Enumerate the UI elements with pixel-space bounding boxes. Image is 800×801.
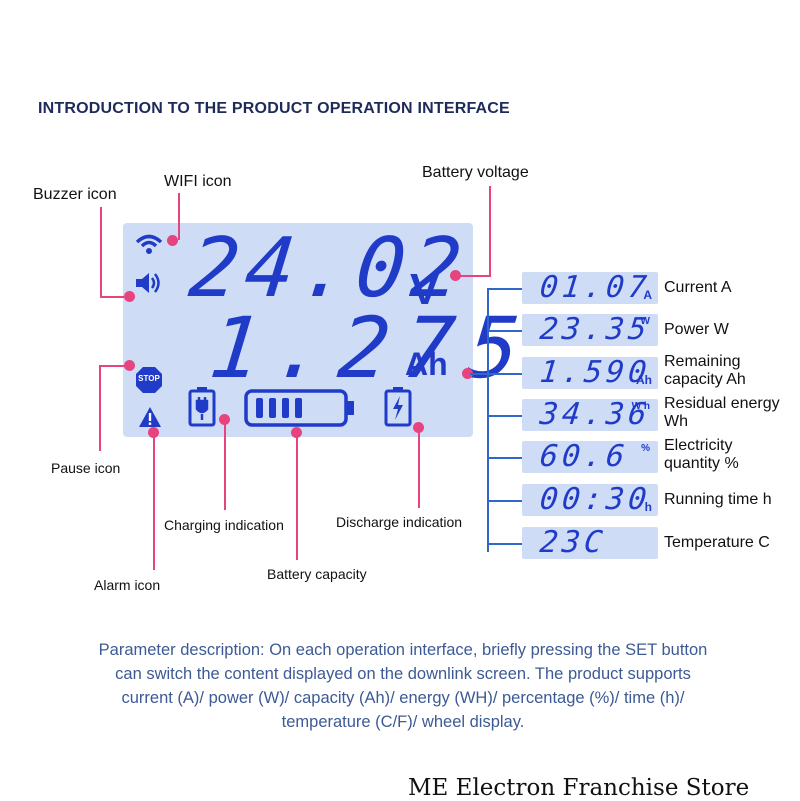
sub-display-label: Residual energy Wh xyxy=(664,395,780,430)
sub-display-label: Remaining capacity Ah xyxy=(664,353,746,388)
buzzer-icon xyxy=(136,273,160,293)
battery-capacity-callout-line xyxy=(296,432,298,560)
sub-display-bracket xyxy=(487,288,489,552)
sub-display-value: 00:30 xyxy=(538,482,653,517)
parameter-description: Parameter description: On each operation… xyxy=(98,641,708,731)
voltage-callout-dot xyxy=(450,270,461,281)
sub-display-label: Temperature C xyxy=(664,534,770,551)
buzzer-callout-line xyxy=(100,207,102,297)
buzzer-callout-dot xyxy=(124,291,135,302)
pause-callout-line xyxy=(99,365,101,451)
sub-display: 60.6% xyxy=(522,439,658,474)
sub-display-unit: h xyxy=(644,500,652,514)
bracket-tick xyxy=(487,543,522,545)
sub-display-value: 23.35 xyxy=(538,312,653,347)
charging-callout-label: Charging indication xyxy=(164,517,284,533)
sub-display-unit: W xyxy=(640,316,650,327)
discharge-callout-label: Discharge indication xyxy=(336,514,463,530)
battery-capacity-icon xyxy=(244,389,354,427)
sub-display-unit: % xyxy=(641,443,650,454)
wifi-icon xyxy=(135,234,163,254)
capacity-connector-line xyxy=(470,373,488,375)
wifi-callout-line xyxy=(178,193,180,240)
battery-bar xyxy=(282,398,289,418)
store-watermark: ME Electron Franchise Store xyxy=(408,775,750,801)
bracket-tick xyxy=(487,500,522,502)
sub-display-value: 60.6 xyxy=(538,439,631,474)
voltage-callout-line xyxy=(489,186,491,276)
battery-capacity-callout-dot xyxy=(291,427,302,438)
sub-display-unit: W h xyxy=(631,401,650,412)
battery-capacity-callout-label: Battery capacity xyxy=(267,566,367,582)
sub-display-value: 23C xyxy=(538,525,609,560)
sub-display-label: Current A xyxy=(664,279,732,296)
bracket-tick xyxy=(487,330,522,332)
stop-icon xyxy=(136,367,162,393)
alarm-icon xyxy=(139,407,161,427)
bracket-tick xyxy=(487,415,522,417)
sub-display-label: Power W xyxy=(664,321,729,338)
sub-display-value: 01.07 xyxy=(538,270,653,305)
charging-indicator-icon xyxy=(188,387,216,427)
discharge-callout-dot xyxy=(413,422,424,433)
wifi-callout-dot xyxy=(167,235,178,246)
voltage-callout-line-h xyxy=(457,275,491,277)
page-title: INTRODUCTION TO THE PRODUCT OPERATION IN… xyxy=(38,100,510,117)
sub-display-unit: A xyxy=(643,288,652,302)
sub-display-unit: Ah xyxy=(636,373,652,387)
voltage-unit: V xyxy=(410,265,440,314)
sub-display-label: Electricity quantity % xyxy=(664,437,739,472)
battery-bar xyxy=(295,398,302,418)
alarm-callout-line xyxy=(153,432,155,570)
buzzer-callout-line-h xyxy=(100,296,124,298)
battery-bar xyxy=(256,398,263,418)
charging-callout-dot xyxy=(219,414,230,425)
battery-voltage-callout-label: Battery voltage xyxy=(422,164,529,181)
capacity-unit: Ah xyxy=(405,346,448,382)
pause-callout-dot xyxy=(124,360,135,371)
bracket-tick xyxy=(487,373,522,375)
bracket-tick xyxy=(487,288,522,290)
capacity-connector-dot xyxy=(462,368,473,379)
wifi-callout-label: WIFI icon xyxy=(164,173,232,190)
buzzer-callout-label: Buzzer icon xyxy=(33,186,117,203)
charging-callout-line xyxy=(224,420,226,510)
sub-display-label: Running time h xyxy=(664,491,772,508)
discharge-indicator-icon xyxy=(384,387,412,427)
alarm-callout-label: Alarm icon xyxy=(94,577,161,593)
discharge-callout-line xyxy=(418,428,420,508)
pause-callout-label: Pause icon xyxy=(51,460,121,476)
alarm-callout-dot xyxy=(148,427,159,438)
sub-display: 23C xyxy=(522,525,658,560)
pause-callout-line-h xyxy=(99,365,129,367)
bracket-tick xyxy=(487,457,522,459)
battery-bar xyxy=(269,398,276,418)
stop-text: STOP xyxy=(138,374,160,383)
